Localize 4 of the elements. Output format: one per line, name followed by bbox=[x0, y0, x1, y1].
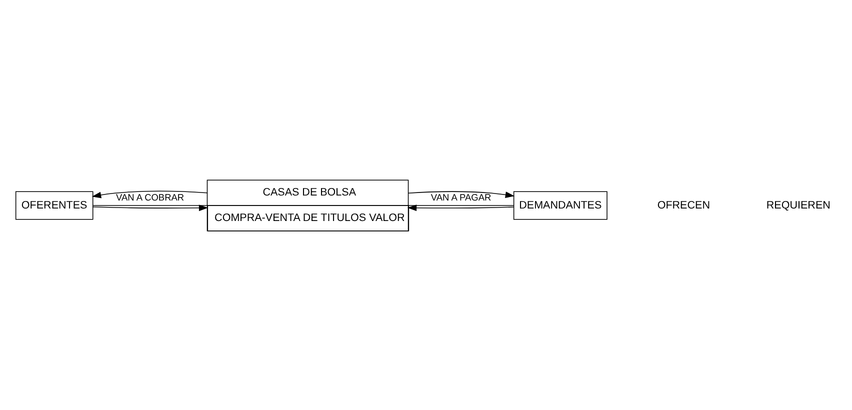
edge-label: VAN A COBRAR bbox=[116, 192, 184, 202]
label: REQUIEREN bbox=[766, 198, 830, 211]
label: OFRECEN bbox=[657, 198, 710, 211]
edge-label: VAN A PAGAR bbox=[430, 192, 492, 202]
